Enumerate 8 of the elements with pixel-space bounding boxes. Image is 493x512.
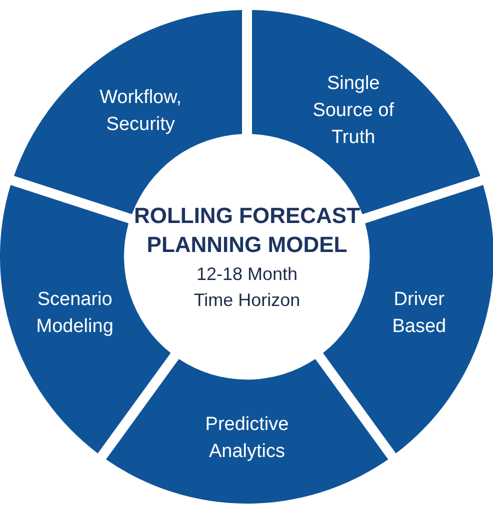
segment-label: Predictive Analytics <box>204 412 290 464</box>
segment-label: Scenario Modeling <box>35 288 114 339</box>
center-title: ROLLING FORECAST PLANNING MODEL <box>132 202 362 259</box>
segment-label: Driver Based <box>391 288 448 339</box>
segment-label: Single Source of Truth <box>312 72 396 150</box>
segment-label: Workflow, Security <box>98 86 183 137</box>
ring-segment <box>106 359 388 504</box>
center-subtitle: 12-18 Month Time Horizon <box>192 263 302 312</box>
